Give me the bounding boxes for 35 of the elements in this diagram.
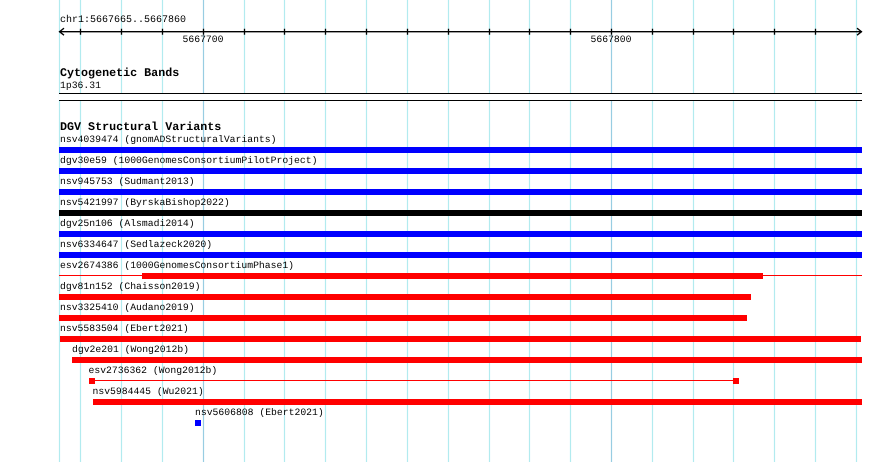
feature-label: dgv30e59 (1000GenomesConsortiumPilotProject) <box>60 154 318 166</box>
variant-bar <box>89 378 739 384</box>
variant-bar <box>60 336 861 342</box>
cytoband-bar <box>59 93 862 101</box>
variant-bar <box>59 294 751 300</box>
feature-label: dgv2e201 (Wong2012b) <box>72 344 190 355</box>
variant-bar <box>59 147 862 153</box>
variant-bar <box>59 188 862 195</box>
track-heading: DGV Structural Variants <box>60 120 222 134</box>
feature-label: nsv4039474 (gnomADStructuralVariants) <box>60 134 276 145</box>
variant-bar <box>59 210 862 216</box>
feature-label: esv2736362 (Wong2012b) <box>88 364 218 376</box>
variant-bar <box>59 272 862 279</box>
track-heading: Cytogenetic Bands <box>60 66 180 80</box>
feature-label: dgv81n152 (Chaisson2019) <box>60 280 200 292</box>
feature-label: nsv5606808 (Ebert2021) <box>195 407 324 418</box>
variant-bar <box>59 230 862 237</box>
variant-bar <box>59 168 862 174</box>
feature-label: nsv6334647 (Sedlazeck2020) <box>60 238 212 250</box>
feature-label: nsv5421997 (ByrskaBishop2022) <box>60 196 230 208</box>
feature-label: nsv5984445 (Wu2021) <box>92 386 204 397</box>
variant-bar <box>93 399 862 405</box>
band-label: 1p36.31 <box>60 80 101 90</box>
variant-bar <box>59 314 747 321</box>
variant-bar <box>195 420 200 426</box>
variant-bar <box>59 252 862 258</box>
feature-label: dgv25n106 (Alsmadi2014) <box>60 218 195 229</box>
scale-label: 5667800 <box>590 34 632 45</box>
feature-label: esv2674386 (1000GenomesConsortiumPhase1) <box>60 260 294 271</box>
feature-label: nsv3325410 (Audano2019) <box>60 302 195 313</box>
variant-bar <box>72 356 862 363</box>
location-label: chr1:5667665..5667860 <box>60 14 186 26</box>
scale-label: 5667700 <box>182 34 224 45</box>
feature-label: nsv945753 (Sudmant2013) <box>60 176 195 187</box>
feature-label: nsv5583504 (Ebert2021) <box>60 322 189 334</box>
